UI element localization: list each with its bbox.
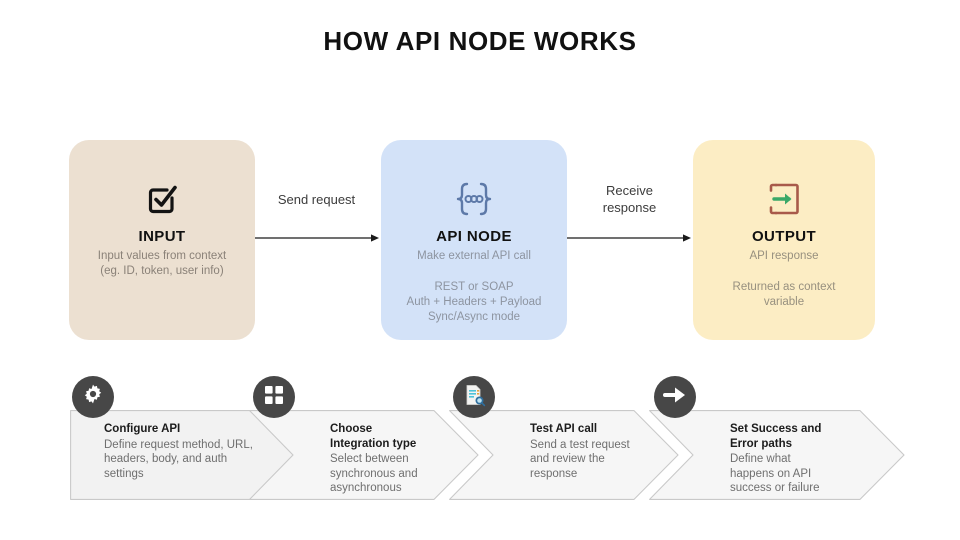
step-heading-line1: Choose: [330, 423, 373, 435]
node-subtitle: Make external API call: [417, 250, 531, 262]
step-body-line1: Select between: [330, 453, 409, 465]
connector-label-line1: Receive: [606, 183, 653, 198]
code-braces-icon: [448, 176, 500, 222]
step-heading: Configure API: [104, 422, 256, 437]
connector-label-line2: response: [602, 200, 657, 215]
step-body-line2: synchronous and: [330, 467, 418, 480]
step-body-line3: settings: [104, 467, 144, 480]
connector-label-send-request: Send request: [254, 191, 379, 208]
flow-node-output[interactable]: OUTPUT API response Returned as context …: [693, 140, 875, 340]
step-heading-line1: Set Success and: [730, 423, 822, 435]
step-text-1: Configure API Define request method, URL…: [104, 422, 256, 481]
step-icon-circle-3[interactable]: [453, 376, 495, 418]
step-body-line1: Define request method, URL,: [104, 438, 253, 451]
step-chevron-2[interactable]: [249, 410, 479, 500]
step-body-line1: Send a test request: [530, 438, 630, 451]
flow-node-input[interactable]: INPUT Input values from context (eg. ID,…: [69, 140, 255, 340]
connector-arrow-send-request: [255, 230, 381, 242]
node-detail: REST or SOAP Auth + Headers + Payload Sy…: [407, 280, 542, 325]
step-body-line2: happens on API: [730, 467, 812, 480]
step-chevron-4[interactable]: [649, 410, 905, 500]
step-text-2: Choose Integration type Select between s…: [330, 422, 470, 496]
arrow-into-box-icon: [763, 176, 805, 222]
step-body: Define what happens on API success or fa…: [730, 452, 880, 496]
step-body-line2: and review the: [530, 453, 605, 465]
node-detail: Returned as context variable: [733, 280, 836, 310]
connector-label-receive-response: Receive response: [566, 182, 693, 216]
step-heading: Test API call: [530, 422, 670, 437]
node-detail-line2: variable: [763, 296, 805, 308]
flow-node-api[interactable]: API NODE Make external API call REST or …: [381, 140, 567, 340]
step-body-line3: asynchronous: [330, 482, 402, 494]
step-icon-circle-4[interactable]: [654, 376, 696, 418]
step-heading-line1: Test API call: [530, 423, 598, 435]
step-chevron-3[interactable]: [449, 410, 679, 500]
node-detail-line2: Auth + Headers + Payload: [406, 296, 542, 308]
node-subtitle: API response: [749, 250, 819, 262]
step-body-line2: headers, body, and auth: [104, 453, 228, 465]
node-subtitle-line2: (eg. ID, token, user info): [100, 265, 224, 277]
step-body: Send a test request and review the respo…: [530, 438, 670, 482]
step-heading: Choose Integration type: [330, 422, 470, 451]
gear-icon: [81, 383, 105, 412]
step-body-line3: success or failure: [730, 482, 820, 494]
node-detail-line1: Returned as context: [732, 281, 836, 293]
step-text-4: Set Success and Error paths Define what …: [730, 422, 880, 496]
node-title: API NODE: [436, 228, 512, 245]
node-title: INPUT: [138, 228, 186, 245]
node-detail-line1: REST or SOAP: [434, 281, 514, 293]
connector-label-line1: Send request: [277, 192, 356, 207]
node-subtitle: Input values from context (eg. ID, token…: [98, 249, 226, 279]
step-icon-circle-1[interactable]: [72, 376, 114, 418]
step-text-3: Test API call Send a test request and re…: [530, 422, 670, 481]
step-body-line3: response: [530, 467, 578, 480]
checkbox-check-icon: [142, 176, 182, 222]
grid-window-icon: [263, 384, 285, 411]
step-heading-line2: Error paths: [730, 437, 792, 450]
steps-row: Configure API Define request method, URL…: [0, 360, 960, 520]
document-search-icon: [462, 383, 486, 412]
step-body: Select between synchronous and asynchron…: [330, 452, 470, 496]
arrow-right-icon: [662, 384, 688, 411]
step-heading-line1: Configure API: [104, 423, 181, 435]
node-title: OUTPUT: [751, 228, 817, 245]
step-heading-line2: Integration type: [330, 437, 417, 450]
node-subtitle-line1: Input values from context: [97, 250, 227, 262]
node-detail-line3: Sync/Async mode: [427, 311, 521, 323]
step-body-line1: Define what: [730, 453, 791, 465]
step-icon-circle-2[interactable]: [253, 376, 295, 418]
connector-arrow-receive-response: [567, 230, 693, 242]
page-title: HOW API NODE WORKS: [323, 26, 637, 56]
step-heading: Set Success and Error paths: [730, 422, 880, 451]
step-body: Define request method, URL, headers, bod…: [104, 438, 256, 482]
